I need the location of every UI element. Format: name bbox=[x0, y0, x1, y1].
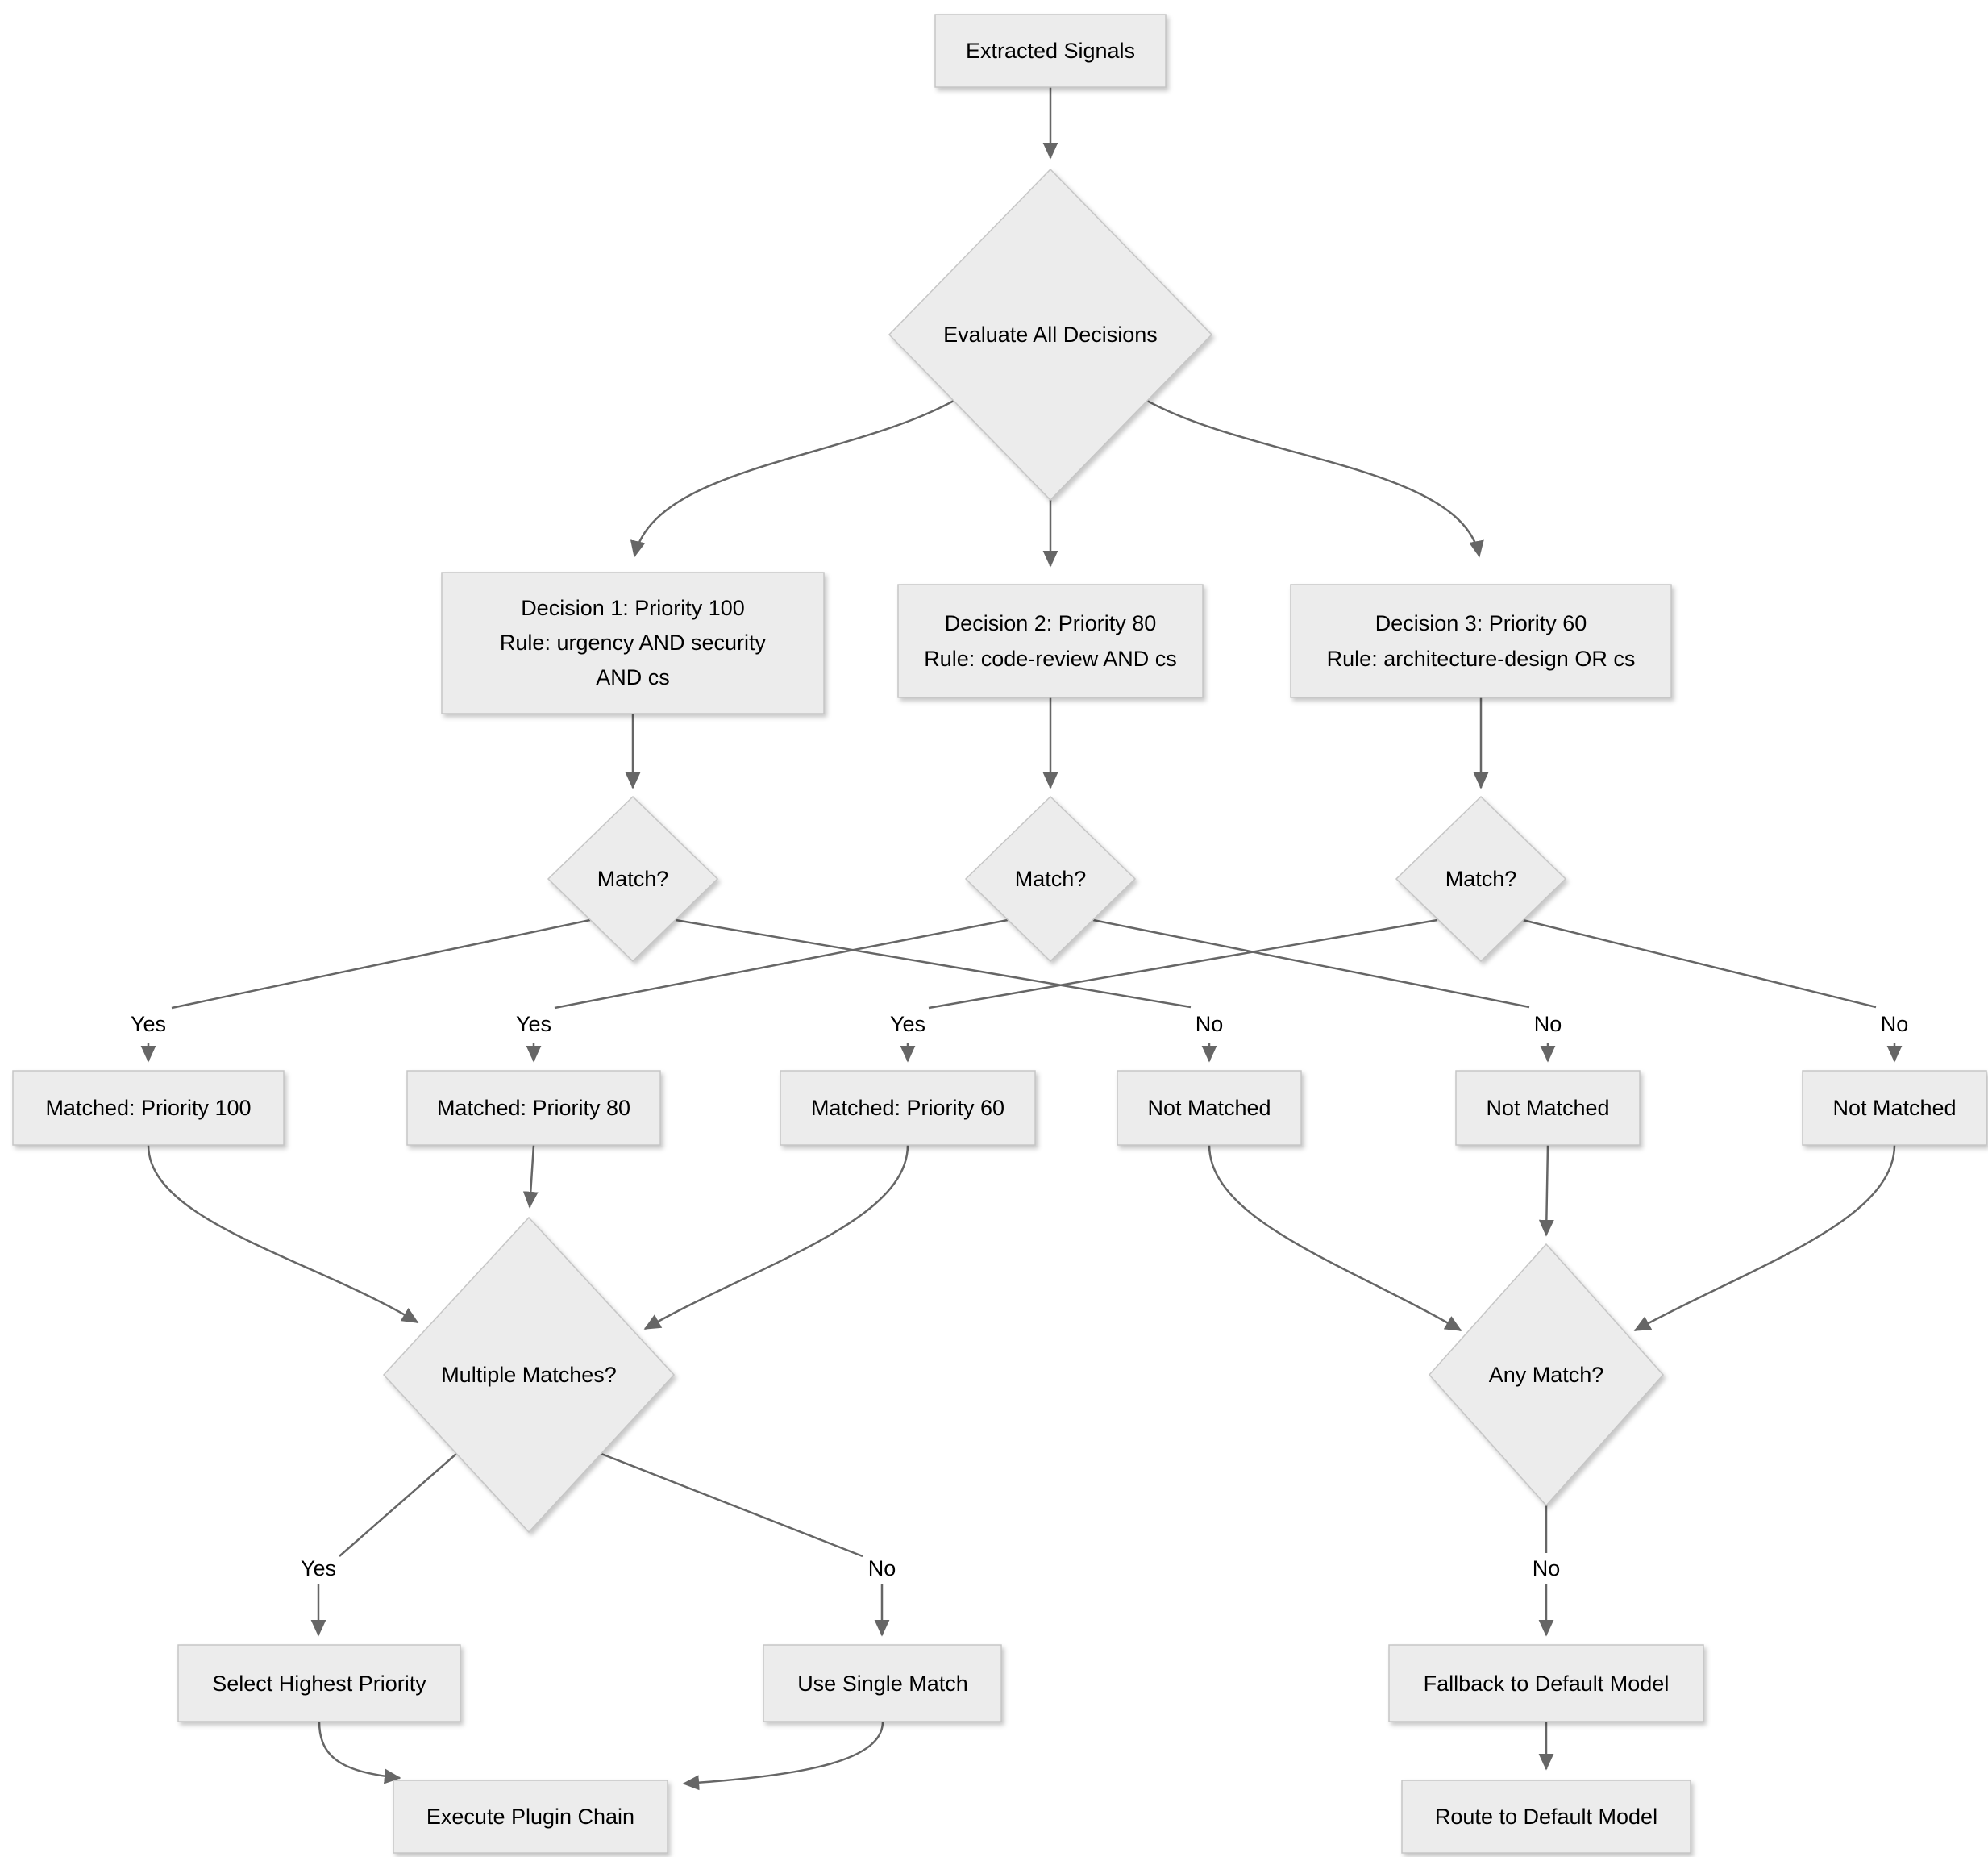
node-box bbox=[1388, 1644, 1704, 1722]
node-label: Not Matched bbox=[1486, 1096, 1609, 1120]
decision-diamond bbox=[1395, 795, 1567, 963]
node-label: Match? bbox=[597, 867, 669, 891]
node-label: Any Match? bbox=[1489, 1363, 1604, 1387]
node-label-line1: Decision 3: Priority 60 bbox=[1375, 611, 1587, 635]
node-multiple-matches: Multiple Matches? bbox=[382, 1216, 676, 1534]
node-label: Matched: Priority 60 bbox=[811, 1096, 1004, 1120]
node-label: Matched: Priority 80 bbox=[437, 1096, 630, 1120]
node-not-matched-2: Not Matched bbox=[1455, 1070, 1641, 1146]
decision-diamond bbox=[964, 795, 1137, 963]
node-not-matched-1: Not Matched bbox=[1117, 1070, 1302, 1146]
edge-label-match1-yes: Yes bbox=[131, 1012, 166, 1036]
edge-evaluate-to-decision1 bbox=[630, 399, 954, 558]
node-label: Match? bbox=[1445, 867, 1517, 891]
edge-match2-yes bbox=[554, 918, 1009, 1010]
edge-notmatched1-to-any bbox=[1208, 1144, 1462, 1332]
node-decision2: Decision 2: Priority 80 Rule: code-revie… bbox=[897, 584, 1204, 698]
edge-multiple-yes bbox=[339, 1453, 457, 1557]
node-label-line1: Decision 1: Priority 100 bbox=[521, 596, 745, 620]
edge-label-multiple-no: No bbox=[868, 1556, 896, 1580]
node-evaluate-all-decisions: Evaluate All Decisions bbox=[888, 168, 1213, 502]
node-label: Not Matched bbox=[1147, 1096, 1271, 1120]
edge-label-match2-no: No bbox=[1534, 1012, 1562, 1036]
node-extracted-signals: Extracted Signals bbox=[934, 14, 1167, 88]
node-box bbox=[780, 1070, 1036, 1146]
node-select-highest-priority: Select Highest Priority bbox=[177, 1644, 461, 1722]
node-box bbox=[441, 572, 825, 714]
edge-evaluate-to-decision3 bbox=[1146, 399, 1484, 558]
node-box bbox=[1290, 584, 1672, 698]
node-match1: Match? bbox=[547, 795, 719, 963]
decision-diamond bbox=[382, 1216, 676, 1534]
edge-label-any-no: No bbox=[1533, 1556, 1561, 1580]
node-label: Use Single Match bbox=[797, 1672, 968, 1696]
node-decision3: Decision 3: Priority 60 Rule: architectu… bbox=[1290, 584, 1672, 698]
node-label-line2: Rule: architecture-design OR cs bbox=[1327, 647, 1636, 671]
node-matched-priority-80: Matched: Priority 80 bbox=[406, 1070, 661, 1146]
node-label: Extracted Signals bbox=[966, 39, 1135, 63]
edge-multiple-no bbox=[601, 1452, 863, 1558]
edge-match2-no bbox=[1092, 918, 1530, 1009]
edge-match1-yes bbox=[171, 918, 591, 1010]
decision-diamond bbox=[888, 168, 1213, 502]
edge-matched80-to-multiple bbox=[522, 1144, 539, 1209]
node-box bbox=[1401, 1780, 1691, 1854]
node-matched-priority-100: Matched: Priority 100 bbox=[12, 1070, 285, 1146]
edge-match3-no bbox=[1522, 918, 1877, 1009]
node-label: Multiple Matches? bbox=[441, 1363, 617, 1387]
node-box bbox=[393, 1780, 668, 1854]
node-label: Select Highest Priority bbox=[212, 1672, 426, 1696]
edge-label-match3-yes: Yes bbox=[890, 1012, 925, 1036]
node-box bbox=[1802, 1070, 1987, 1146]
node-label: Fallback to Default Model bbox=[1424, 1672, 1670, 1696]
decision-diamond bbox=[1428, 1243, 1665, 1507]
node-route-default-model: Route to Default Model bbox=[1401, 1780, 1691, 1854]
node-matched-priority-60: Matched: Priority 60 bbox=[780, 1070, 1036, 1146]
node-label: Not Matched bbox=[1832, 1096, 1956, 1120]
node-execute-plugin-chain: Execute Plugin Chain bbox=[393, 1780, 668, 1854]
node-label: Route to Default Model bbox=[1435, 1805, 1657, 1829]
node-box bbox=[1455, 1070, 1641, 1146]
edge-match3-yes bbox=[928, 918, 1438, 1010]
edge-match1-no bbox=[675, 918, 1192, 1009]
node-box bbox=[897, 584, 1204, 698]
node-use-single-match: Use Single Match bbox=[763, 1644, 1002, 1722]
edge-notmatched3-to-any bbox=[1633, 1144, 1896, 1332]
node-box bbox=[12, 1070, 285, 1146]
node-any-match: Any Match? bbox=[1428, 1243, 1665, 1507]
node-label-line2: Rule: code-review AND cs bbox=[924, 647, 1177, 671]
node-label-line1: Decision 2: Priority 80 bbox=[945, 611, 1157, 635]
node-label: Match? bbox=[1015, 867, 1087, 891]
edge-matched60-to-multiple bbox=[643, 1144, 909, 1330]
node-box bbox=[763, 1644, 1002, 1722]
decision-diamond bbox=[547, 795, 719, 963]
edge-notmatched2-to-any bbox=[1538, 1144, 1554, 1237]
node-box bbox=[177, 1644, 461, 1722]
node-box bbox=[934, 14, 1167, 88]
node-label: Execute Plugin Chain bbox=[426, 1805, 634, 1829]
edge-label-multiple-yes: Yes bbox=[301, 1556, 336, 1580]
edge-labels: Yes Yes Yes No No No Yes No No bbox=[131, 1012, 1908, 1580]
node-label-line2: Rule: urgency AND security bbox=[500, 631, 767, 655]
node-not-matched-3: Not Matched bbox=[1802, 1070, 1987, 1146]
edge-label-match1-no: No bbox=[1196, 1012, 1224, 1036]
node-label: Matched: Priority 100 bbox=[45, 1096, 251, 1120]
edge-select-to-execute bbox=[318, 1721, 401, 1784]
node-box bbox=[1117, 1070, 1302, 1146]
node-box bbox=[406, 1070, 661, 1146]
node-match2: Match? bbox=[964, 795, 1137, 963]
node-fallback-default-model: Fallback to Default Model bbox=[1388, 1644, 1704, 1722]
node-label-line3: AND cs bbox=[596, 665, 670, 689]
edges bbox=[140, 87, 1903, 1791]
node-match3: Match? bbox=[1395, 795, 1567, 963]
node-label: Evaluate All Decisions bbox=[943, 323, 1158, 347]
node-decision1: Decision 1: Priority 100 Rule: urgency A… bbox=[441, 572, 825, 714]
edge-matched100-to-multiple bbox=[147, 1144, 419, 1324]
edge-label-match3-no: No bbox=[1881, 1012, 1909, 1036]
edge-single-to-execute bbox=[682, 1721, 884, 1791]
edge-label-match2-yes: Yes bbox=[516, 1012, 551, 1036]
